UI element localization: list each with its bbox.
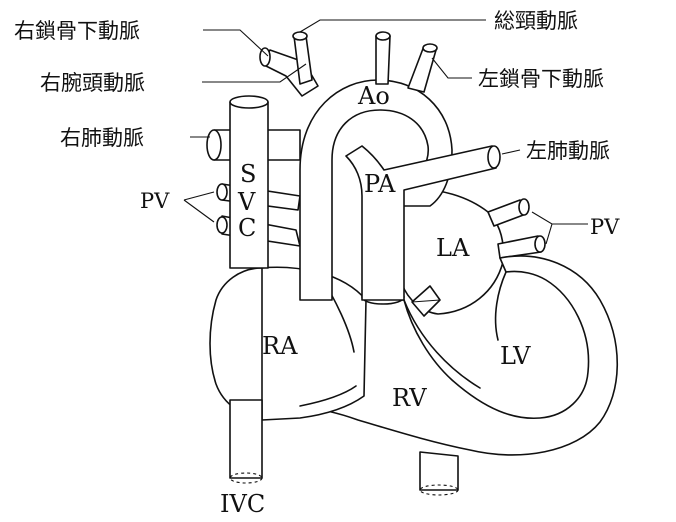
label-common-carotid-artery: 総頸動脈 (494, 9, 578, 33)
label-left-pulmonary-artery: 左肺動脈 (526, 139, 610, 163)
label-left-subclavian-artery: 左鎖骨下動脈 (478, 67, 604, 91)
common-carotid-branch-right (376, 32, 390, 84)
label-left-atrium: LA (436, 234, 470, 262)
label-right-ventricle: RV (392, 384, 427, 412)
pulmonary-vein-right-upper (488, 199, 529, 226)
label-svc-c: C (238, 214, 256, 242)
inferior-vena-cava (230, 400, 262, 483)
leader-common-carotid (300, 20, 486, 32)
leader-right-subclavian (203, 30, 268, 56)
pulmonary-vein-right-lower (498, 236, 545, 258)
label-left-ventricle: LV (500, 342, 531, 370)
lv-inner-contour (496, 272, 506, 340)
leader-left-subclavian (432, 58, 472, 78)
label-aorta: Ao (357, 82, 390, 110)
label-svc-v: V (237, 188, 256, 216)
leader-pv-left (184, 192, 214, 222)
leader-left-pulmonary (502, 150, 520, 154)
label-right-subclavian-artery: 右鎖骨下動脈 (14, 19, 140, 43)
label-right-pulmonary-artery: 右肺動脈 (60, 126, 144, 150)
descending-aorta-bottom (420, 452, 458, 495)
label-svc-s: S (240, 160, 256, 188)
label-right-brachiocephalic-artery: 右腕頭動脈 (40, 71, 145, 95)
label-right-atrium: RA (262, 332, 298, 360)
left-subclavian-branch (408, 44, 437, 92)
label-pv-left: PV (140, 189, 170, 213)
label-ivc: IVC (220, 490, 265, 518)
label-pulmonary-artery: PA (364, 170, 396, 198)
label-pv-right: PV (590, 215, 620, 239)
